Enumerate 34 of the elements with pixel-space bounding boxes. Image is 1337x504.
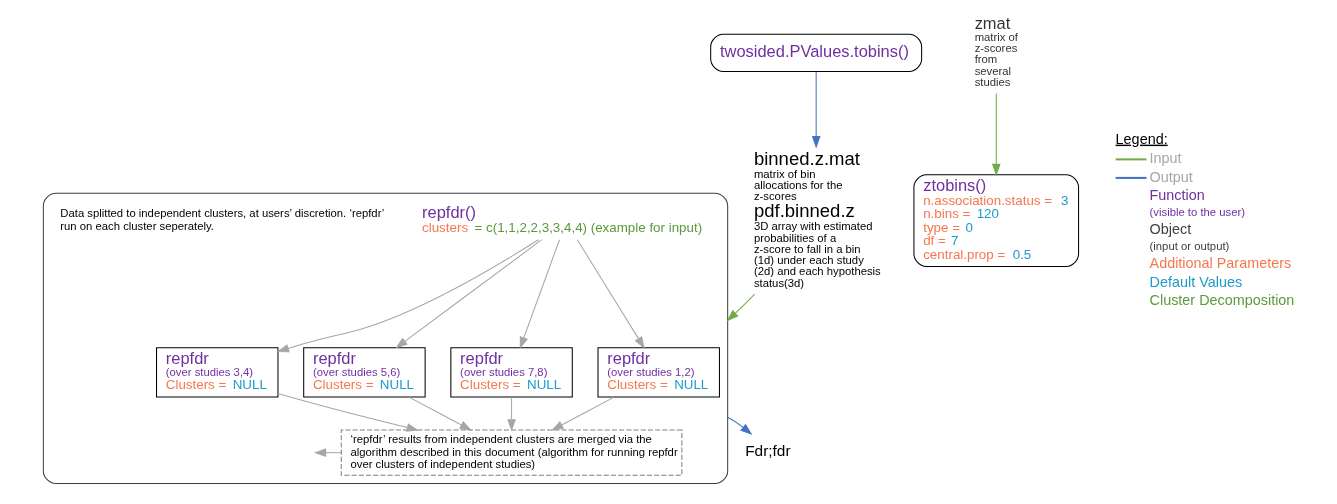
legend-label: Input: [1149, 150, 1182, 167]
node-box: repfdr (over studies 1,2) Clusters = NULL: [597, 347, 720, 398]
arrow: [726, 293, 756, 322]
arrow: [276, 239, 539, 353]
arrow: [277, 393, 420, 432]
arrow: [507, 396, 516, 432]
node-box: twosided.PValues.tobins(): [710, 33, 923, 72]
label: Legend:: [1115, 130, 1168, 147]
arrow: [551, 396, 615, 431]
arrow: [313, 448, 342, 457]
legend-label: Additional Parameters: [1149, 255, 1292, 272]
node-box: ztobins() n.association.status = 3 n.bins = 120 type = 0 df = 7 central.prop = 0.5: [913, 174, 1080, 267]
node-box: ‘repfdr’ results from independent clusters are merged via the algorithm described in this document (algorithm for running repfdr over clusters of independent studies): [340, 429, 683, 476]
node-box: repfdr (over studies 3,4) Clusters = NULL: [156, 347, 279, 398]
legend-label: (input or output): [1149, 240, 1230, 253]
node-box: repfdr (over studies 5,6) Clusters = NULL: [303, 347, 426, 398]
legend-label: Function: [1149, 187, 1205, 204]
arrow: [576, 239, 645, 349]
arrow: [727, 416, 753, 436]
node-text: Fdr;fdr: [745, 442, 791, 460]
node-box: repfdr (over studies 7,8) Clusters = NULL: [450, 347, 573, 398]
arrow: [395, 239, 543, 349]
arrow: [991, 93, 1001, 177]
arrow: [519, 239, 561, 350]
legend-label: Cluster Decomposition: [1149, 292, 1295, 309]
legend-label: (visible to the user): [1149, 206, 1246, 219]
label: Data splitted to independent clusters, at users’ discretion. ‘repfdr’ run on each cluster seperately.: [60, 207, 385, 232]
arrow: [408, 396, 473, 431]
node-text: zmat matrix of z-scores from several studies: [974, 13, 1018, 89]
legend-label: Output: [1149, 168, 1193, 185]
arrow: [811, 71, 821, 149]
node-text: binned.z.mat matrix of bin allocations for the z-scores pdf.binned.z 3D array with estimated probabilities of a z-score to fall in a bin (1d) under each study (2d) and each hypothesis status(3d): [753, 147, 881, 289]
legend-label: Object: [1149, 221, 1192, 238]
legend-label: Default Values: [1149, 273, 1243, 290]
